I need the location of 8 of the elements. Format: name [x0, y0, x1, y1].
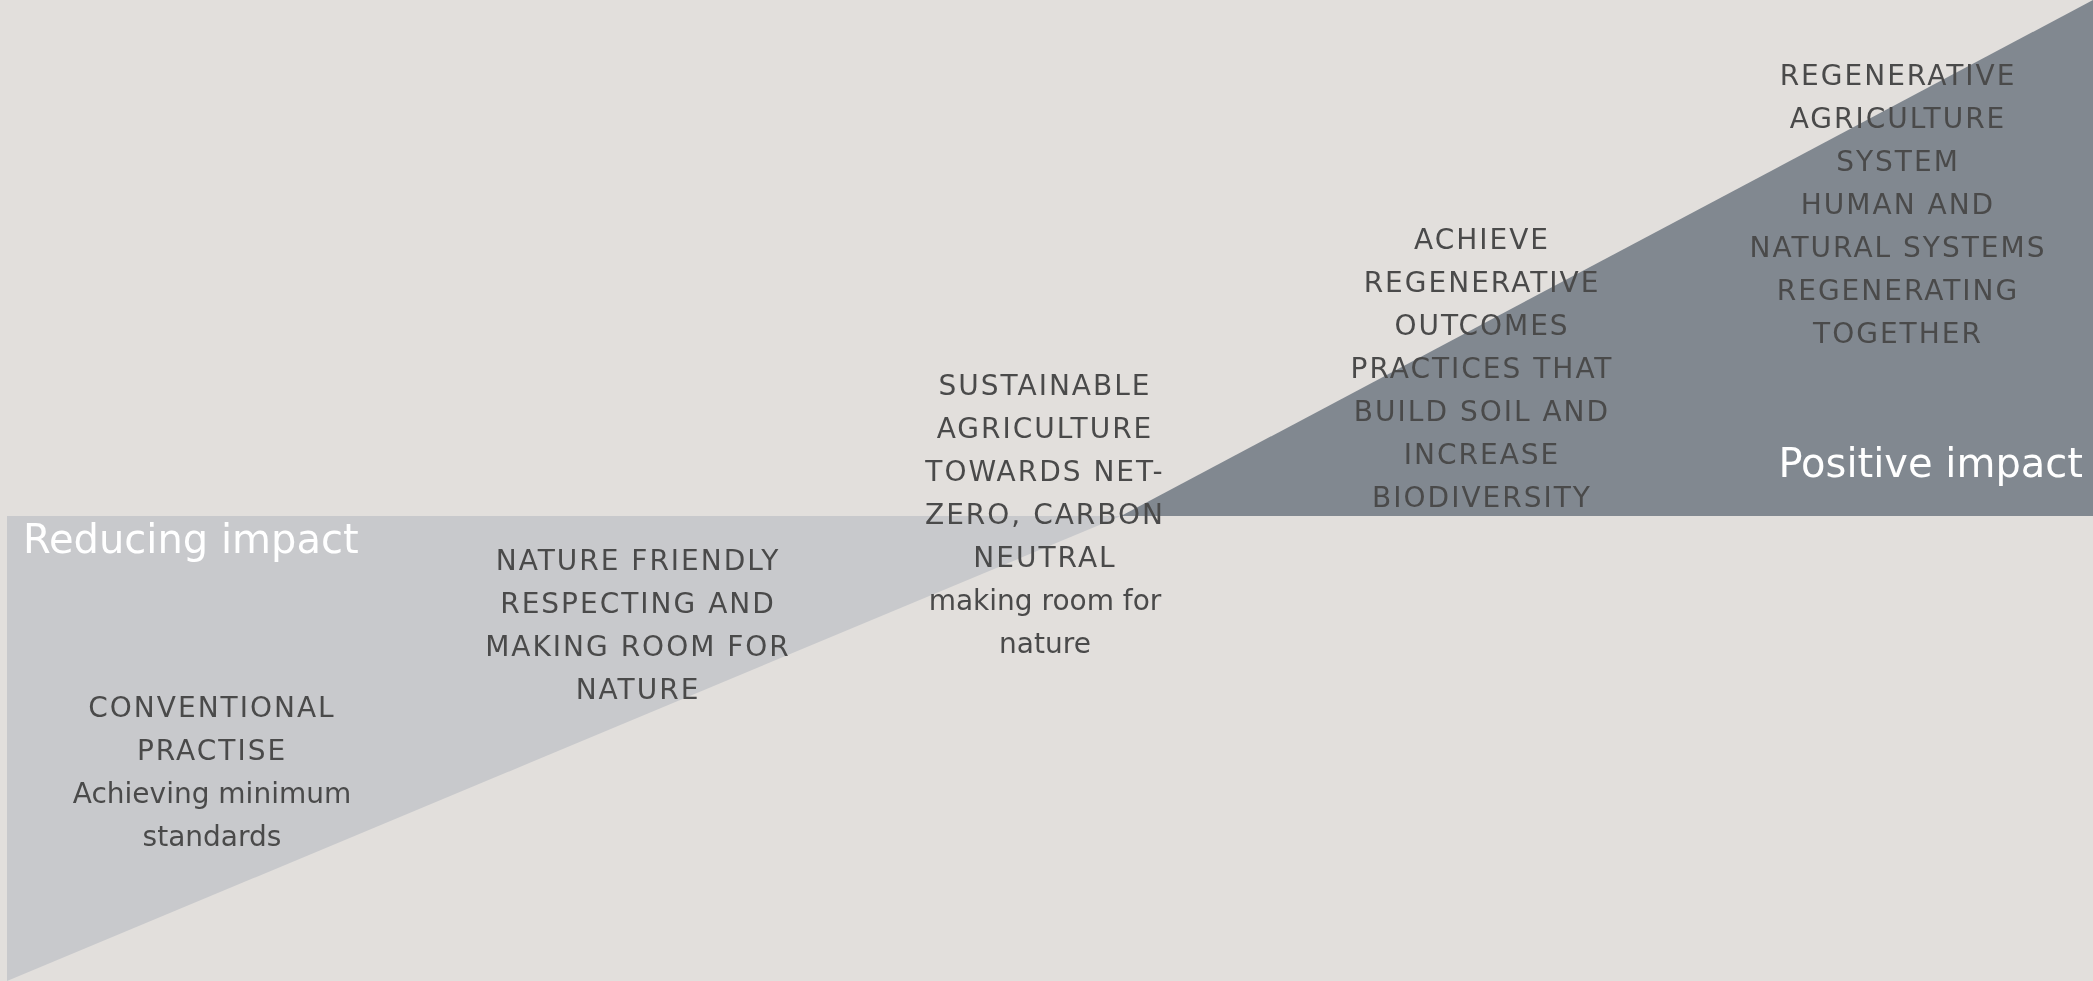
stage-heading: HUMAN AND NATURAL SYSTEMS REGENERATING TOGETHER [1748, 187, 2048, 352]
stage-description: Achieving minimum standards [71, 776, 353, 855]
stage-heading: CONVENTIONAL PRACTISE [87, 690, 337, 769]
stage-heading: SUSTAINABLE AGRICULTURE [935, 368, 1155, 447]
stage-description: making room for nature [927, 583, 1163, 662]
stage-heading: RESPECTING AND MAKING ROOM FOR NATURE [484, 586, 792, 708]
stage-heading: NATURE FRIENDLY [494, 543, 782, 579]
band-title: Positive impact [1778, 440, 2083, 486]
